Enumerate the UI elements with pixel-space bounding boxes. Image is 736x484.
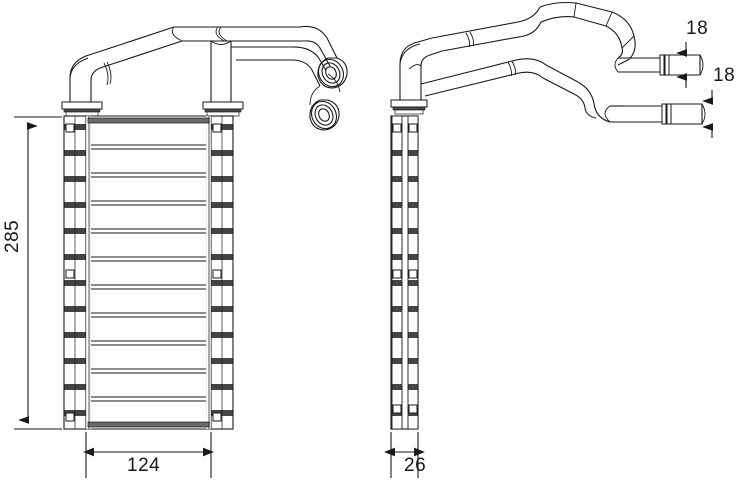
front-core-block bbox=[63, 115, 234, 430]
front-upper-port bbox=[317, 57, 348, 89]
side-view-piping bbox=[399, 1, 706, 125]
dimension-label-26: 26 bbox=[404, 455, 427, 476]
dimension-label-285: 285 bbox=[2, 219, 23, 253]
dimension-label-18-upper: 18 bbox=[686, 18, 709, 39]
side-core-block bbox=[390, 115, 419, 430]
dimension-label-18-lower: 18 bbox=[713, 65, 736, 86]
side-tank-flange bbox=[390, 99, 428, 115]
dimension-label-124: 124 bbox=[127, 455, 161, 476]
front-lower-port bbox=[309, 99, 340, 131]
dimension-lines bbox=[14, 42, 714, 478]
front-view-piping bbox=[69, 25, 348, 131]
front-tank-flanges bbox=[61, 101, 244, 117]
